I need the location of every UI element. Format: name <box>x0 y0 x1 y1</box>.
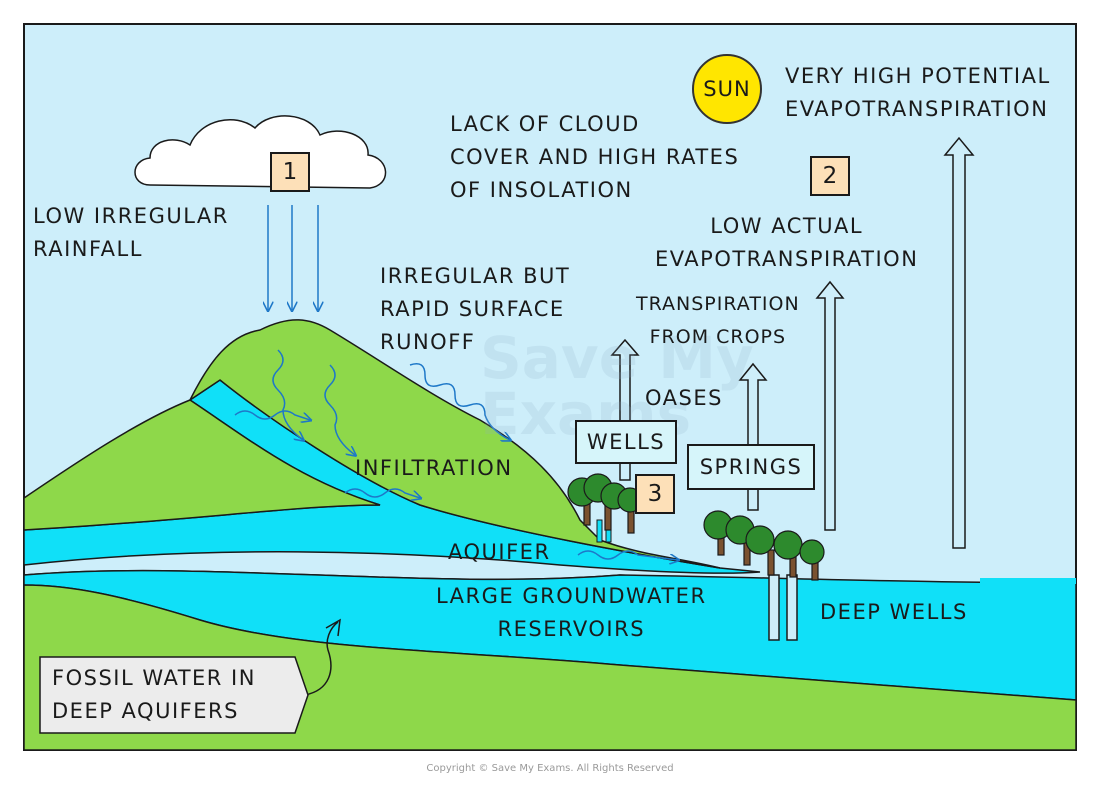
fossil-water-label: FOSSIL WATER IN DEEP AQUIFERS <box>52 666 256 723</box>
mountain <box>23 319 721 569</box>
water-strip <box>980 578 1076 584</box>
cloud <box>134 115 387 189</box>
marker-1: 1 <box>270 152 310 192</box>
low-rainfall-label: LOW IRREGULAR RAINFALL <box>33 204 229 261</box>
copyright: Copyright © Save My Exams. All Rights Re… <box>426 763 674 774</box>
oases-label: OASES <box>645 386 723 410</box>
trees-springs <box>703 510 825 581</box>
deep-wells-label: DEEP WELLS <box>820 600 968 624</box>
infiltration-arrows <box>234 349 678 560</box>
springs-box: SPRINGS <box>687 444 815 490</box>
transpiration-label: TRANSPIRATION FROM CROPS <box>636 293 800 348</box>
wells-box: WELLS <box>575 420 677 464</box>
rainfall-arrows <box>268 205 318 310</box>
fossil-water-tag-shape <box>39 656 309 734</box>
fossil-water-arrowhead <box>325 618 341 637</box>
low-actual-evapotranspiration-label: LOW ACTUAL EVAPOTRANSPIRATION <box>655 214 919 271</box>
groundwater-label: LARGE GROUNDWATER RESERVOIRS <box>436 584 707 641</box>
runoff-arrow <box>409 363 510 440</box>
very-high-evapotranspiration-label: VERY HIGH POTENTIAL EVAPOTRANSPIRATION <box>785 64 1051 121</box>
aquifer-label: AQUIFER <box>448 540 551 564</box>
fossil-water-arrow <box>304 621 339 696</box>
deep-well-shaft <box>786 574 798 641</box>
runoff-label: IRREGULAR BUT RAPID SURFACE RUNOFF <box>380 264 571 354</box>
infiltration-label: INFILTRATION <box>355 456 513 480</box>
lack-cloud-label: LACK OF CLOUD COVER AND HIGH RATES OF IN… <box>450 112 740 202</box>
sun-icon: SUN <box>692 54 762 124</box>
deep-well-shaft <box>768 574 780 641</box>
marker-3: 3 <box>635 474 675 514</box>
well-shaft <box>596 519 603 543</box>
watermark: Save My Exams <box>480 324 754 448</box>
marker-2: 2 <box>810 156 850 196</box>
